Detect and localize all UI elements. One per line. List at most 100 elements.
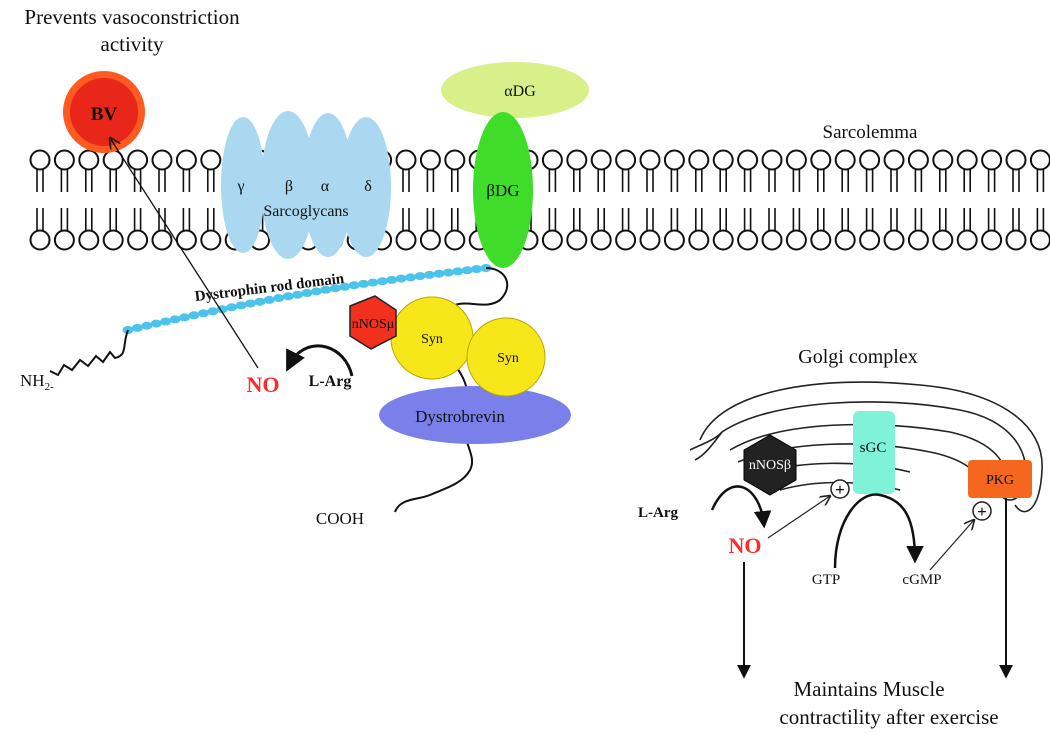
vasoconstriction-caption-line1: Prevents vasoconstriction	[24, 5, 240, 29]
rod-bead	[235, 301, 247, 310]
rod-bead	[339, 282, 351, 291]
rod-bead	[358, 279, 369, 288]
phospholipid	[785, 149, 807, 251]
pkg-label: PKG	[986, 473, 1014, 488]
lipid-bilayer	[29, 149, 1050, 251]
outcome-caption-line1: Maintains Muscle	[793, 677, 944, 701]
phospholipid	[688, 149, 710, 251]
rod-bead	[150, 319, 162, 328]
l-arg-to-no-arrow-left	[286, 344, 354, 377]
syn1-label: Syn	[421, 332, 443, 347]
phospholipid	[834, 149, 856, 251]
phospholipid	[151, 149, 173, 251]
phospholipid	[932, 149, 954, 251]
nh2-terminal-line	[49, 329, 129, 377]
plus-sign-sgc: +	[835, 480, 845, 499]
rod-bead	[367, 278, 379, 287]
rod-bead	[405, 273, 417, 282]
rod-bead	[188, 311, 200, 320]
cooh-label: COOH	[316, 509, 364, 528]
phospholipid	[53, 149, 75, 251]
rod-bead	[169, 315, 181, 324]
rod-bead	[207, 307, 219, 316]
rod-bead	[433, 269, 445, 278]
sarcoglycan-beta-shape	[261, 111, 315, 259]
rod-bead	[179, 313, 190, 322]
nnos-mu-hexagon	[349, 295, 397, 350]
rod-bead	[414, 272, 426, 281]
phospholipid	[639, 149, 661, 251]
rod-bead	[348, 281, 360, 290]
bv-label: BV	[91, 104, 118, 125]
rod-bead	[160, 317, 172, 326]
dystrophin-rod-domain	[122, 264, 492, 334]
sarcoglycan-complex	[221, 111, 391, 259]
phospholipid	[175, 149, 197, 251]
rod-bead	[329, 284, 341, 293]
l-arg-to-no-arrow-right	[710, 485, 772, 529]
sarcoglycan-delta-label: δ	[364, 178, 372, 195]
rod-bead	[245, 299, 256, 308]
activation-plus-circle-sgc	[830, 479, 850, 499]
sgc-box	[853, 411, 895, 494]
phospholipid	[615, 149, 637, 251]
nnos-beta-label: nNOSβ	[749, 458, 791, 473]
phospholipid	[737, 149, 759, 251]
dystrobrevin	[379, 386, 571, 444]
l-arg-label-left: L-Arg	[309, 373, 352, 390]
outcome-caption-line2: contractility after exercise	[779, 705, 998, 729]
vasoconstriction-caption-line2: activity	[101, 32, 164, 56]
phospholipid	[419, 149, 441, 251]
rod-bead	[310, 287, 322, 296]
rod-bead	[197, 309, 209, 318]
activation-plus-circle-pkg	[972, 501, 992, 521]
alpha-dg-label: αDG	[504, 83, 536, 100]
phospholipid	[1029, 149, 1050, 251]
phospholipid	[566, 149, 588, 251]
rod-bead	[452, 267, 464, 276]
rod-bead	[273, 294, 285, 303]
rod-bead	[226, 303, 238, 312]
phospholipid	[29, 149, 51, 251]
no-label-right: NO	[729, 533, 762, 558]
beta-dg-label: βDG	[486, 181, 519, 200]
nh2-label: NH2-	[20, 371, 54, 393]
phospholipid	[541, 149, 563, 251]
rod-bead	[320, 285, 332, 294]
rod-bead	[376, 277, 388, 286]
phospholipid	[1005, 149, 1027, 251]
cgmp-label: cGMP	[902, 572, 941, 588]
phospholipid	[200, 149, 222, 251]
dystrobrevin-label: Dystrobrevin	[415, 407, 505, 426]
cgmp-to-pkg-arrow	[929, 520, 974, 571]
rod-bead	[424, 270, 435, 279]
phospholipid	[761, 149, 783, 251]
phospholipid	[78, 149, 100, 251]
phospholipid	[102, 149, 124, 251]
rod-bead	[301, 289, 313, 297]
no-to-bv-arrow	[110, 138, 259, 369]
rod-bead	[461, 266, 473, 275]
phospholipid	[981, 149, 1003, 251]
rod-bead	[131, 323, 143, 332]
phospholipid	[859, 149, 881, 251]
rod-bead	[263, 295, 275, 304]
alpha-dystroglycan	[441, 62, 589, 118]
phospholipid	[395, 149, 417, 251]
blood-vessel-inner	[70, 78, 138, 146]
beta-dystroglycan	[473, 112, 533, 268]
nnos-beta-hexagon	[743, 434, 797, 496]
phospholipid	[127, 149, 149, 251]
sarcoglycan-alpha-label: α	[321, 178, 330, 195]
phospholipid	[590, 149, 612, 251]
golgi-complex-label: Golgi complex	[798, 346, 917, 368]
syn2-label: Syn	[497, 351, 519, 366]
rod-bead	[292, 290, 304, 299]
phospholipid	[444, 149, 466, 251]
phospholipid	[810, 149, 832, 251]
rod-bead	[386, 275, 398, 284]
gtp-to-cgmp-arrow	[833, 493, 924, 569]
rod-bead	[254, 297, 266, 306]
sarcoglycan-alpha-shape	[303, 113, 353, 257]
rod-bead	[442, 268, 454, 277]
